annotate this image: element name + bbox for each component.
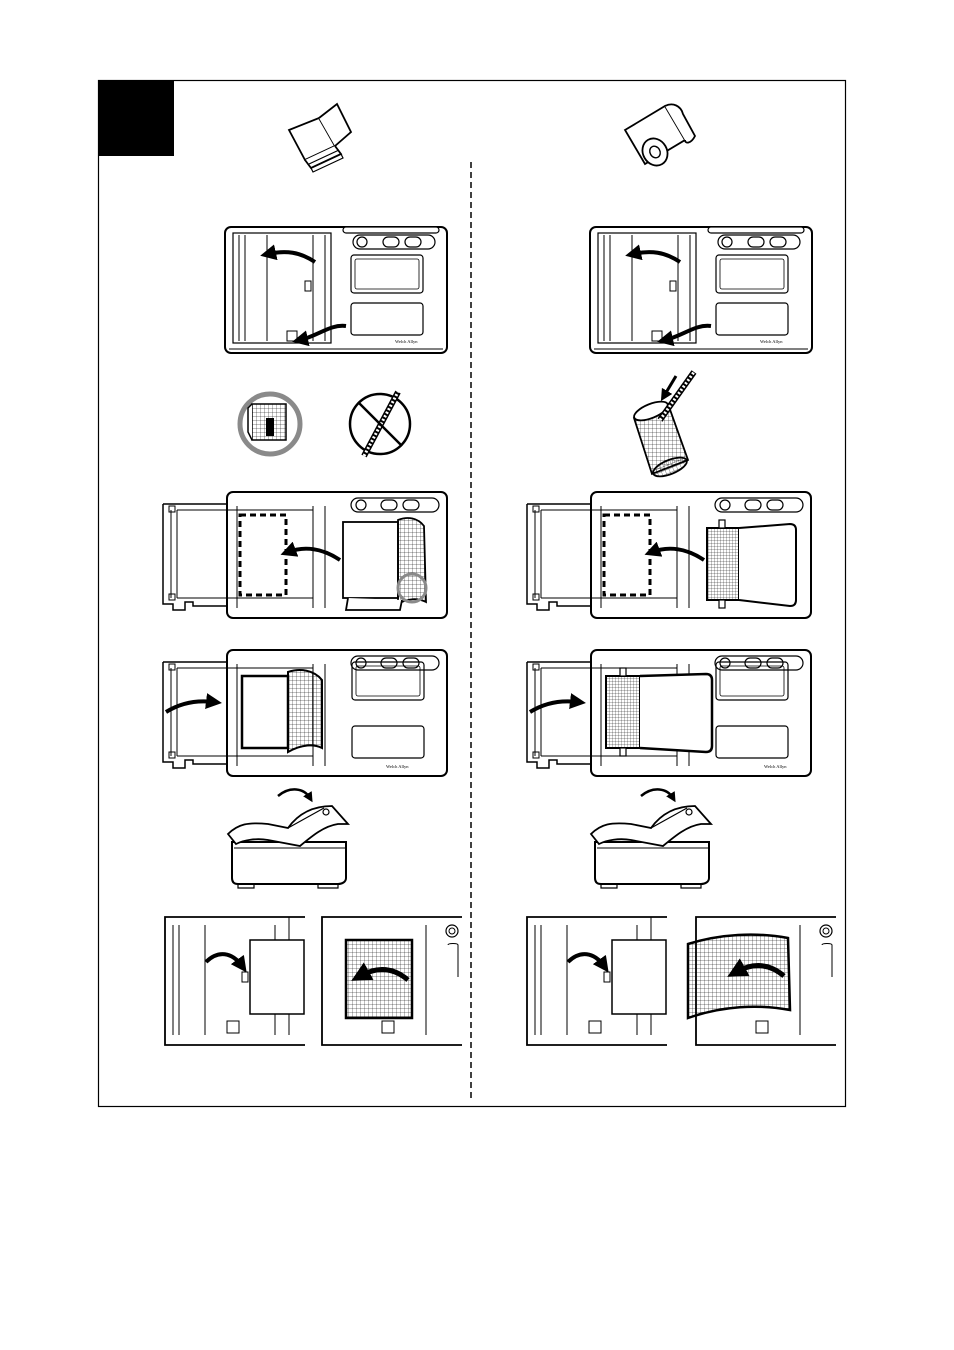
printer-step1 xyxy=(225,227,447,353)
curved-arrow-icon xyxy=(166,701,214,712)
brand-label: Welch Allyn xyxy=(386,764,409,769)
prohibited-icon xyxy=(350,392,410,456)
fanfold-column: Welch Allyn xyxy=(163,104,462,1045)
fanfold-pack-icon xyxy=(289,104,351,172)
printer-step1-roll xyxy=(590,227,812,353)
roll-column: Welch Allyn xyxy=(527,104,836,1045)
brand-label: Welch Allyn xyxy=(764,764,787,769)
roll-spindle-insert xyxy=(632,372,694,480)
correct-fold-icon xyxy=(240,394,300,454)
curved-arrow-icon xyxy=(530,701,578,712)
paper-roll-icon xyxy=(625,104,695,170)
fanfold-pack-unfolded xyxy=(343,518,426,610)
printer-lid-side xyxy=(228,789,348,888)
printer-lid-side-roll xyxy=(591,789,711,888)
section-tab-marker xyxy=(98,80,174,156)
